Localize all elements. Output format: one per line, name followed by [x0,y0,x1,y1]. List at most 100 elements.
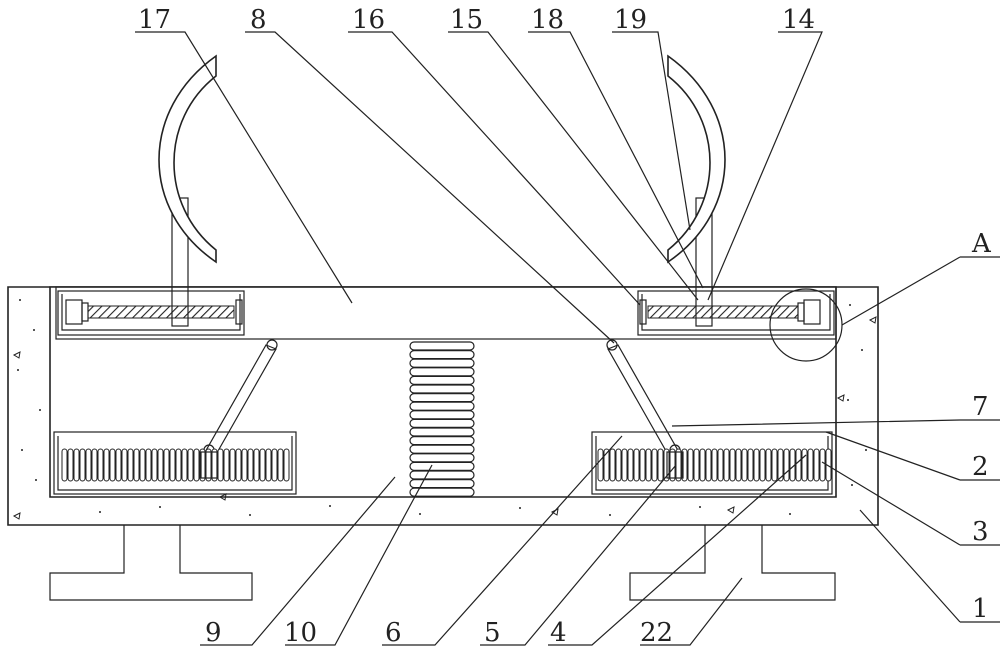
screw-thread [193,448,200,482]
screw-thread [253,448,260,482]
screw-thread [85,448,92,482]
screw-thread [91,448,98,482]
spring-coil [409,341,475,351]
screw-thread [235,448,242,482]
screw-thread [765,448,772,482]
screw-thread [127,448,134,482]
spring-coil [409,418,475,428]
screw-thread [139,448,146,482]
screw-thread [223,448,230,482]
screw-thread [169,448,176,482]
screw-thread [627,448,634,482]
screw-thread [103,448,110,482]
spring-coil [409,375,475,385]
screw-thread [639,448,646,482]
spring-coil [409,410,475,420]
screw-thread [211,448,218,482]
label-19: 19 [614,5,647,35]
screw-thread [229,448,236,482]
screw-thread [163,448,170,482]
screw-thread [657,448,664,482]
screw-thread [729,448,736,482]
label-8: 8 [250,5,267,35]
screw-thread [61,448,68,482]
screw-thread [633,448,640,482]
spring-coil [409,401,475,411]
screw-thread [675,448,682,482]
screw-thread [97,448,104,482]
label-5: 5 [484,618,501,648]
screw-thread [73,448,80,482]
screw-thread [259,448,266,482]
screw-thread [277,448,284,482]
support-feet [49,525,836,601]
spring-coil [409,393,475,403]
spring-coil [409,487,475,497]
label-6: 6 [385,618,402,648]
screw-thread [283,448,290,482]
screw-thread [705,448,712,482]
screw-thread [687,448,694,482]
screw-thread [813,448,820,482]
label-14: 14 [782,5,815,35]
spring-coil [409,427,475,437]
screw-thread [741,448,748,482]
screw-thread [753,448,760,482]
screw-thread [157,448,164,482]
screw-thread [205,448,212,482]
label-18: 18 [531,5,564,35]
screw-thread [609,448,616,482]
screw-thread [693,448,700,482]
label-10: 10 [284,618,317,648]
central-spring [409,341,475,497]
upper-lead-screws [65,299,821,325]
label-1: 1 [972,594,989,624]
screw-thread [819,448,826,482]
spring-coil [409,436,475,446]
label-4: 4 [550,618,567,648]
screw-thread [603,448,610,482]
spring-coil [409,358,475,368]
screw-thread [723,448,730,482]
screw-thread [717,448,724,482]
label-A: A [971,229,992,259]
right-clamp [667,54,726,327]
screw-thread [615,448,622,482]
screw-thread [241,448,248,482]
screw-thread [175,448,182,482]
screw-thread [621,448,628,482]
spring-coil [409,444,475,454]
screw-thread [121,448,128,482]
label-17: 17 [138,5,171,35]
screw-thread [645,448,652,482]
screw-thread [115,448,122,482]
screw-thread [669,448,676,482]
screw-thread [67,448,74,482]
spring-coil [409,350,475,360]
screw-thread [181,448,188,482]
screw-thread [699,448,706,482]
screw-thread [759,448,766,482]
label-16: 16 [352,5,385,35]
spring-coil [409,479,475,489]
label-7: 7 [972,392,989,422]
label-15: 15 [450,5,483,35]
screw-thread [795,448,802,482]
screw-thread [711,448,718,482]
screw-thread [735,448,742,482]
leader-lines [135,31,1000,646]
left-clamp [158,54,217,327]
screw-thread [271,448,278,482]
screw-thread [109,448,116,482]
screw-thread [247,448,254,482]
screw-thread [145,448,152,482]
screw-thread [747,448,754,482]
spring-coil [409,461,475,471]
label-3: 3 [972,517,989,547]
screw-thread [801,448,808,482]
screw-thread [807,448,814,482]
lifting-platform [55,286,837,340]
spring-coil [409,470,475,480]
screw-thread [133,448,140,482]
